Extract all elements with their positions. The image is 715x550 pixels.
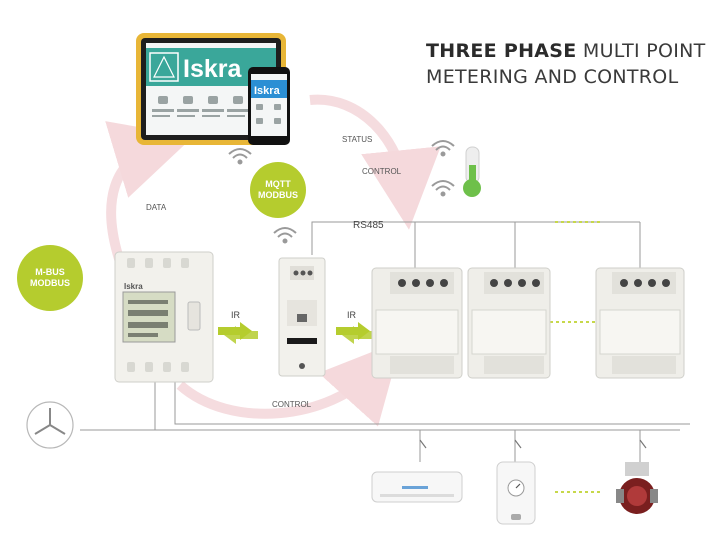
diagram-title: THREE PHASE MULTI POINT METERING AND CON… [426, 38, 706, 90]
ir-left-label: IR [231, 310, 241, 320]
mqtt-label: MQTT [265, 179, 291, 189]
ir-arrow-right [336, 322, 376, 344]
tablet-logo-text: Iskra [183, 55, 242, 83]
wifi-icon [228, 148, 252, 165]
phone-logo-text: Iskra [254, 85, 281, 97]
rs485-bus [311, 221, 641, 268]
energy-meter: Iskra [114, 251, 214, 383]
water-heater-icon [496, 461, 536, 525]
phone-device: Iskra [248, 67, 290, 145]
mbus-modbus-label: MODBUS [30, 278, 70, 288]
relay-module [467, 267, 551, 379]
wifi-icon [431, 140, 455, 157]
data-label: DATA [146, 203, 167, 212]
air-conditioner-icon [371, 471, 463, 503]
power-lines [80, 380, 690, 462]
mqtt-modbus-badge: MQTT MODBUS [250, 162, 306, 218]
control-top-label: CONTROL [362, 167, 402, 176]
flow-arrow-data [105, 121, 194, 264]
wifi-icon [273, 227, 297, 244]
mbus-modbus-badge: M-BUS MODBUS [17, 245, 83, 311]
relay-module [595, 267, 685, 379]
ir-arrow-left [218, 322, 258, 344]
ir-right-label: IR [347, 310, 357, 320]
mqtt-modbus-label: MODBUS [258, 190, 298, 200]
control-bottom-label: CONTROL [272, 400, 312, 409]
flow-arrow-control-bottom [176, 340, 402, 427]
three-phase-symbol [26, 401, 74, 449]
circulation-pump-icon [616, 462, 658, 514]
title-line2: METERING AND CONTROL [426, 66, 679, 88]
status-label: STATUS [342, 135, 372, 144]
title-bold: THREE PHASE [426, 40, 577, 62]
ir-gateway-module [278, 257, 326, 377]
title-rest: MULTI POINT [576, 40, 706, 62]
thermometer-icon [463, 146, 481, 197]
meter-logo-text: Iskra [124, 282, 143, 291]
rs485-label: RS485 [353, 220, 384, 231]
wifi-icon [431, 180, 455, 197]
relay-module [371, 267, 463, 379]
flow-arrow-status [309, 94, 441, 230]
switch-icons [419, 439, 647, 449]
mbus-label: M-BUS [35, 267, 65, 277]
